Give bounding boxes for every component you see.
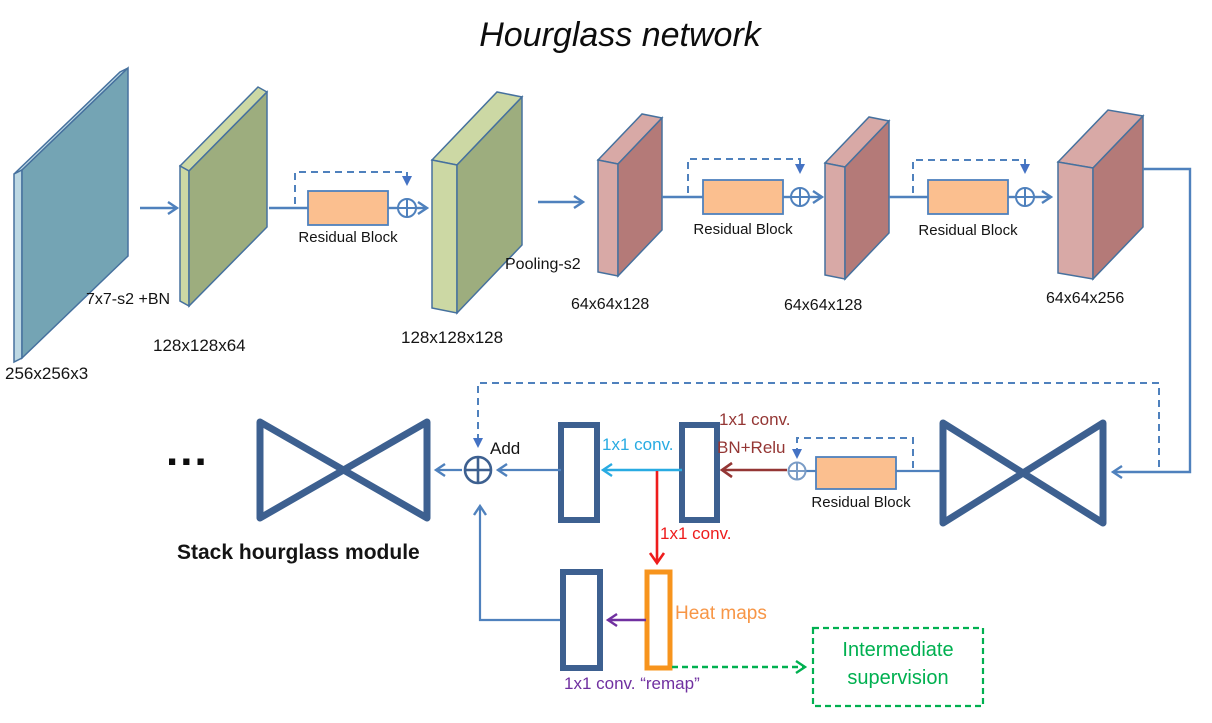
feature-map-input-slab	[13, 66, 129, 364]
residual-block-2	[702, 179, 784, 215]
skip-connection-4	[792, 437, 914, 468]
input-conv-label: 7x7-s2 +BN	[86, 291, 171, 308]
skip-connection-1	[294, 171, 412, 204]
remap-label: 1x1 conv. “remap”	[564, 674, 700, 693]
add-label: Add	[490, 439, 521, 458]
darkred-conv-label: 1x1 conv.	[719, 410, 791, 429]
feature-map-64x128-slab-2	[823, 116, 891, 281]
residual-block-3-label: Residual Block	[918, 222, 1018, 239]
dims-128x64: 128x128x64	[153, 336, 246, 355]
residual-block-2-label: Residual Block	[693, 221, 793, 238]
dims-64x128-1: 64x64x128	[571, 296, 650, 313]
remap-conv-rect	[560, 569, 603, 671]
residual-block-3	[927, 179, 1009, 215]
residual-block-4	[815, 456, 897, 490]
feature-map-64x256-slab	[1056, 109, 1145, 281]
diagram-title: Hourglass network	[479, 16, 761, 54]
skip-connection-2	[687, 158, 805, 193]
conv-rect-right	[679, 422, 720, 523]
bn-relu-label: BN+Relu	[717, 438, 786, 457]
conv-rect-left	[558, 422, 600, 523]
dims-input: 256x256x3	[5, 364, 89, 383]
cyan-conv-label: 1x1 conv.	[602, 435, 674, 454]
line-remap-to-add	[473, 503, 563, 622]
hourglass-module-left	[256, 418, 431, 522]
ellipsis: ...	[166, 426, 209, 475]
red-conv-label: 1x1 conv.	[660, 524, 732, 543]
residual-block-1-label: Residual Block	[298, 229, 398, 246]
dims-128x128: 128x128x128	[401, 328, 504, 347]
heat-maps-label: Heat maps	[675, 603, 767, 624]
add-node	[463, 455, 493, 485]
skip-connection-hourglass	[473, 382, 1160, 467]
intermediate-supervision-box	[811, 626, 985, 708]
residual-block-4-label: Residual Block	[811, 494, 911, 511]
sum-node-2	[790, 187, 810, 207]
heat-maps-rect	[644, 569, 673, 671]
feature-map-128x64-slab	[178, 86, 269, 308]
line-encoder-to-hourglass	[1110, 167, 1192, 479]
intermediate-supervision-line1: Intermediate	[842, 639, 954, 661]
intermediate-supervision-line2: supervision	[847, 667, 949, 689]
feature-map-64x128-slab-1	[596, 113, 664, 278]
sum-node-4	[787, 461, 807, 481]
dims-64x128-2: 64x64x128	[784, 297, 863, 314]
hourglass-module-right	[939, 419, 1107, 527]
pooling-label: Pooling-s2	[505, 256, 581, 273]
dims-64x256: 64x64x256	[1046, 290, 1125, 307]
sum-node-1	[397, 198, 417, 218]
residual-block-1	[307, 190, 389, 226]
stack-hourglass-label: Stack hourglass module	[177, 541, 420, 564]
skip-connection-3	[912, 159, 1030, 193]
sum-node-3	[1015, 187, 1035, 207]
feature-map-128x128-slab	[430, 91, 524, 315]
